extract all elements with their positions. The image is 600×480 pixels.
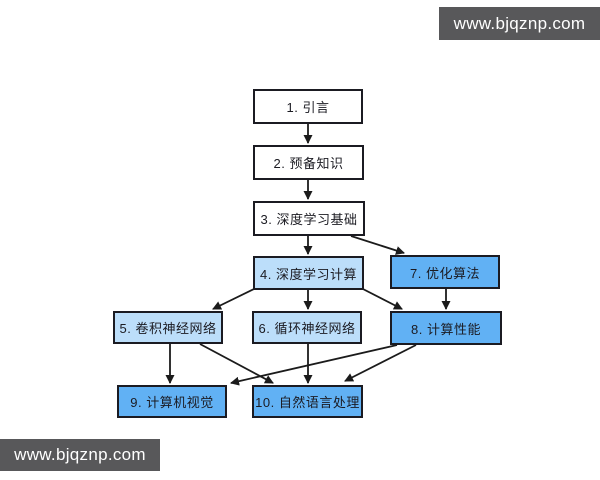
- edge-8-to-9: [230, 344, 398, 386]
- edge-4-to-5: [212, 287, 257, 310]
- node-label: 8. 计算性能: [411, 321, 481, 337]
- flowchart-node-5: 5. 卷积神经网络: [113, 311, 223, 344]
- node-label: 10. 自然语言处理: [255, 395, 360, 410]
- node-label: 2. 预备知识: [273, 156, 344, 171]
- flowchart-node-7: 7. 优化算法: [390, 255, 500, 289]
- watermark-top: www.bjqznp.com: [439, 7, 600, 40]
- edge-8-to-10: [344, 344, 417, 382]
- flowchart-node-4: 4. 深度学习计算: [253, 256, 364, 290]
- flowchart-node-6: 6. 循环神经网络: [252, 311, 362, 344]
- node-label: 4. 深度学习计算: [260, 266, 357, 282]
- node-label: 6. 循环神经网络: [258, 321, 356, 336]
- node-label: 1. 引言: [286, 100, 330, 115]
- flowchart-node-8: 8. 计算性能: [390, 311, 502, 345]
- node-label: 9. 计算机视觉: [130, 395, 214, 410]
- flowchart-node-9: 9. 计算机视觉: [117, 385, 227, 418]
- flowchart-node-2: 2. 预备知识: [253, 145, 364, 180]
- edge-5-to-10: [199, 343, 274, 384]
- flowchart-node-10: 10. 自然语言处理: [252, 385, 363, 418]
- node-label: 3. 深度学习基础: [260, 212, 358, 227]
- edge-4-to-8: [360, 287, 403, 310]
- node-label: 7. 优化算法: [410, 265, 480, 281]
- flowchart-node-1: 1. 引言: [253, 89, 363, 124]
- edge-3-to-7: [350, 235, 405, 255]
- node-label: 5. 卷积神经网络: [119, 321, 217, 336]
- flowchart-node-3: 3. 深度学习基础: [253, 201, 365, 236]
- watermark-bottom: www.bjqznp.com: [0, 439, 160, 471]
